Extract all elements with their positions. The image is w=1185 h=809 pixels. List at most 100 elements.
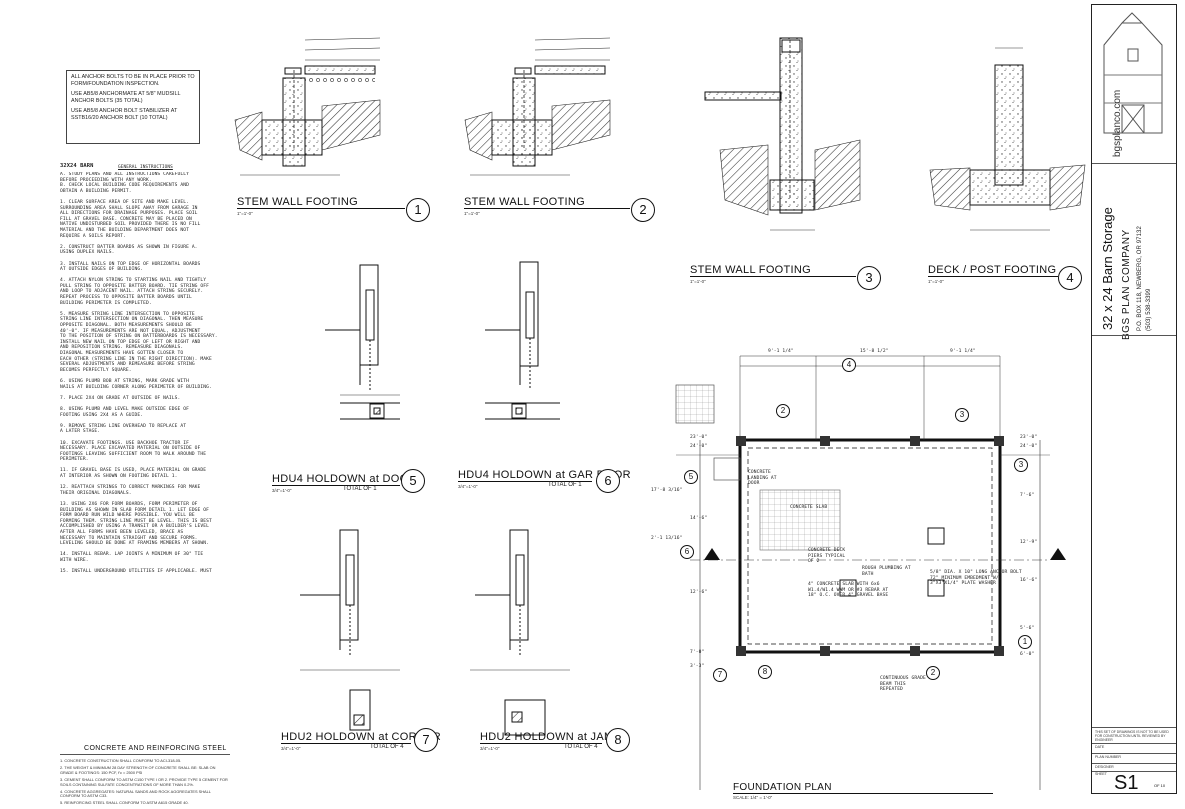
detail-3-title: STEM WALL FOOTING (690, 264, 812, 276)
foundation-plan-title: FOUNDATION PLAN (733, 782, 832, 793)
detail-5-total: TOTAL OF 1 (343, 486, 377, 492)
left-dim: 14'-6" (690, 516, 708, 521)
detail-6-drawing (485, 261, 560, 420)
steel-title: CONCRETE AND REINFORCING STEEL (84, 745, 227, 752)
left-dim: 3'-3" (690, 664, 705, 669)
website: bgsplanco.com (1112, 89, 1123, 157)
detail-8-title: HDU2 HOLDOWN at JAMB (480, 731, 622, 743)
foundation-plan-scale: SCALE: 1/4" = 1'-0" (733, 795, 773, 800)
label-plan-number: PLAN NUMBER (1095, 755, 1121, 759)
steel-note: 5. REINFORCING STEEL SHALL CONFORM TO AS… (60, 800, 189, 806)
plan-note-anchor: 5/8" DIA. X 10" LONG ANCHOR BOLT 72" MIN… (930, 570, 1025, 587)
disclaimer: THIS SET OF DRAWINGS IS NOT TO BE USED F… (1095, 730, 1169, 742)
detail-2-drawing (464, 37, 611, 176)
plan-callout-3b: 3 (1014, 458, 1028, 472)
tb-divider (1092, 163, 1176, 164)
detail-1-scale: 1"=1'-0" (237, 211, 253, 216)
detail-7-total: TOTAL OF 4 (370, 744, 404, 750)
detail-8-scale: 3/4"=1'-0" (480, 746, 500, 751)
steel-note: 4. CONCRETE AGGREGATES: NATURAL SANDS AN… (60, 788, 211, 799)
tb-divider (1092, 771, 1176, 772)
anchor-note: ALL ANCHOR BOLTS TO BE IN PLACE PRIOR TO… (71, 74, 195, 87)
steel-title-underline (60, 754, 230, 755)
detail-6-total: TOTAL OF 1 (548, 482, 582, 488)
right-dim: 12'-9" (1020, 540, 1038, 545)
right-dim: 23'-0" (1020, 435, 1038, 440)
plan-note-slab: CONCRETE SLAB (790, 505, 828, 510)
detail-8-total: TOTAL OF 4 (564, 744, 598, 750)
plan-note-piers: CONCRETE DECK PIERS TYPICAL OF 2 (808, 548, 849, 565)
plan-note-slab-spec: 4" CONCRETE SLAB WITH 6x6 W1.4/W1.4 WWM … (808, 582, 892, 599)
top-dim: 15'-8 1/2" (860, 349, 889, 354)
detail-4-underline (928, 276, 1058, 277)
detail-2-scale: 1"=1'-0" (464, 211, 480, 216)
anchor-bolt-notes: ALL ANCHOR BOLTS TO BE IN PLACE PRIOR TO… (66, 70, 200, 144)
right-dim: 5'-6" (1020, 626, 1035, 631)
plan-callout-1: 1 (1018, 635, 1032, 649)
detail-1-drawing (234, 37, 381, 176)
tb-divider (1092, 743, 1176, 744)
detail-7-drawing (300, 529, 400, 731)
company-name: BGS PLAN COMPANY (1121, 229, 1132, 340)
detail-5-number: 5 (401, 469, 425, 493)
project-name: 32 x 24 Barn Storage (1100, 207, 1115, 330)
detail-4-drawing (929, 47, 1086, 231)
plan-note-grade-beam: CONTINUOUS GRADE BEAM THIS REPEATED (880, 676, 929, 693)
detail-8-number: 8 (606, 728, 630, 752)
top-dim: 9'-1 1/4" (768, 349, 794, 354)
company-address: P.O. BOX 118, NEWBERG, OR 97132 (1137, 226, 1143, 331)
detail-2-title: STEM WALL FOOTING (464, 196, 586, 208)
steel-note: 2. THE WEIGHT & MINIMUM 28 DAY STRENGTH … (60, 765, 216, 775)
plan-callout-2b: 2 (926, 666, 940, 680)
steel-note: 1. CONCRETE CONSTRUCTION SHALL CONFORM T… (60, 758, 182, 763)
right-dim: 6'-0" (1020, 652, 1035, 657)
detail-3-scale: 1"=1'-0" (690, 279, 706, 284)
plan-callout-2: 2 (776, 404, 790, 418)
detail-4-number: 4 (1058, 266, 1082, 290)
detail-5-drawing (325, 264, 400, 420)
detail-7-title: HDU2 HOLDOWN at CORNER (281, 731, 442, 743)
title-block: bgsplanco.com 32 x 24 Barn Storage BGS P… (1091, 4, 1177, 794)
specs-heading: 32X24 BARN (60, 163, 94, 169)
top-dim: 9'-1 1/4" (950, 349, 976, 354)
detail-5-underline (272, 485, 400, 486)
left-dim: 12'-6" (690, 590, 708, 595)
plan-callout-6: 6 (680, 545, 694, 559)
detail-7-scale: 3/4"=1'-0" (281, 746, 301, 751)
detail-5-title: HDU4 HOLDOWN at DOOR (272, 473, 417, 485)
sheet-count: OF 10 (1154, 783, 1166, 788)
foundation-plan-underline (733, 793, 993, 794)
plan-note-plumbing: ROUGH PLUMBING AT BATH (862, 566, 914, 577)
general-instructions: A. STUDY PLANS AND ALL INSTRUCTIONS CARE… (60, 172, 218, 572)
detail-3-drawing (704, 37, 861, 231)
detail-1-underline (237, 208, 405, 209)
sheet-number: S1 (1114, 772, 1139, 794)
left-dim: 17'-8 3/16" (651, 488, 683, 493)
specs-subheading: GENERAL INSTRUCTIONS (118, 165, 173, 170)
detail-6-title: HDU4 HOLDOWN at GAR DOOR (458, 469, 631, 481)
detail-1-number: 1 (406, 198, 430, 222)
detail-5-scale: 3/4"=1'-0" (272, 488, 292, 493)
left-dim: 24'-0" (690, 444, 708, 449)
tb-divider (1092, 335, 1176, 336)
detail-7-number: 7 (414, 728, 438, 752)
anchor-note: USE AB5/8 ANCHOR BOLT STABILIZER AT SSTB… (71, 108, 178, 121)
label-designer: DESIGNER (1095, 765, 1114, 769)
detail-4-title: DECK / POST FOOTING (928, 264, 1057, 276)
plan-callout-7: 7 (713, 668, 727, 682)
detail-6-underline (458, 481, 592, 482)
detail-7-underline (281, 743, 411, 744)
detail-6-scale: 3/4"=1'-0" (458, 484, 478, 489)
foundation-plan-drawing (675, 355, 1066, 790)
tb-divider (1092, 763, 1176, 764)
plan-note-landing: CONCRETE LANDING AT DOOR (748, 470, 780, 487)
detail-2-number: 2 (631, 198, 655, 222)
detail-3-underline (690, 276, 856, 277)
detail-6-number: 6 (596, 469, 620, 493)
barn-logo (1103, 12, 1163, 134)
detail-8-underline (480, 743, 602, 744)
detail-8-drawing (470, 529, 570, 736)
plan-callout-8: 8 (758, 665, 772, 679)
left-dim: 23'-0" (690, 435, 708, 440)
